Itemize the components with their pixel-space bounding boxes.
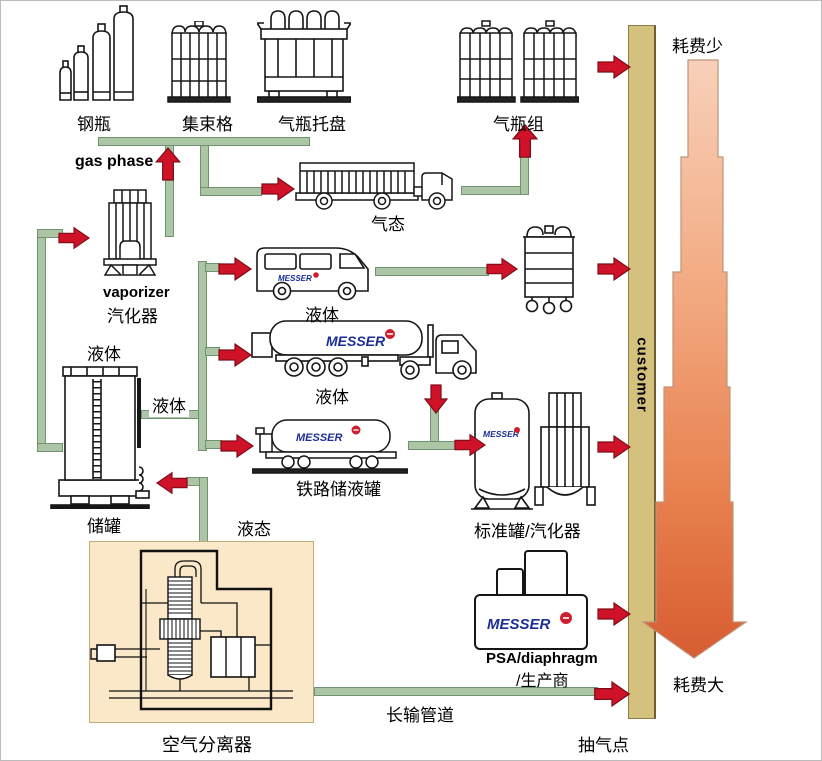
pipe-gastruck-right [461, 186, 529, 195]
label-van-liquid: 液体 [305, 306, 339, 325]
label-gas-phase: gas phase [75, 153, 154, 170]
arrow-right-tanker [218, 342, 252, 368]
storage-tank-icon [50, 366, 150, 509]
cylinder-bundle-icon [167, 21, 231, 103]
arrow-right-customer-pipeline [594, 680, 631, 708]
label-pallet: 气瓶托盘 [278, 115, 346, 134]
arrow-right-customer-top [597, 54, 631, 80]
messer-logo: MESSER [296, 432, 343, 444]
pipe-down-to-asu [199, 477, 208, 543]
label-cost-high: 耗费大 [673, 676, 724, 695]
arrow-left-storage-tank [156, 471, 188, 495]
label-storage-tank: 储罐 [87, 517, 121, 536]
label-psa-line1: PSA/diaphragm [486, 650, 598, 667]
messer-tanker-truck-icon: MESSER [251, 320, 477, 380]
vaporizer-icon [103, 189, 157, 276]
arrow-down-from-tanker [423, 384, 449, 414]
arrow-right-std-tank [454, 433, 486, 457]
psa-plant-icon: MESSER [474, 550, 588, 650]
standard-tank-vaporizer-icon: MESSER [471, 392, 596, 510]
cylinder-group-icon [457, 20, 579, 103]
rail-tank-car-icon: MESSER [252, 419, 408, 474]
messer-logo: MESSER [483, 429, 520, 439]
air-separator-icon [90, 549, 293, 711]
messer-logo: MESSER [487, 616, 551, 633]
arrow-right-gas-truck [261, 176, 295, 202]
pipe-distribution-riser [198, 261, 207, 451]
arrow-right-customer-row2 [597, 256, 631, 282]
arrow-right-vaporizer [58, 226, 90, 250]
label-psa-line2: /生产商 [516, 673, 569, 690]
pipe-rail-to-stdtank [408, 441, 460, 450]
label-air-separator: 空气分离器 [162, 735, 252, 755]
label-pipeline: 长输管道 [386, 706, 454, 725]
label-vaporizer-en: vaporizer [103, 284, 170, 301]
label-bundle: 集束格 [182, 115, 233, 134]
cylinder-pallet-icon [257, 10, 351, 103]
pipe-vaporizer-up [165, 145, 174, 237]
label-standard-tank: 标准罐/汽化器 [474, 522, 581, 541]
arrow-up-gas-line [154, 147, 182, 181]
gas-cylinder-truck-icon [295, 162, 453, 210]
label-cost-low: 耗费少 [672, 37, 723, 56]
arrow-right-dolly [486, 257, 518, 281]
pipe-van-to-dolly [375, 267, 489, 276]
label-cylinder-group: 气瓶组 [493, 115, 544, 134]
label-rail-tank: 铁路储液罐 [296, 480, 381, 499]
label-liquid-state: 液态 [237, 520, 271, 539]
arrow-right-customer-psa [597, 601, 631, 627]
arrow-up-cylinder-group [511, 123, 539, 158]
pipe-up-to-cylindergroup [520, 153, 529, 195]
label-liquid-right-of-tank: 液体 [149, 392, 189, 417]
label-vaporizer-cn: 汽化器 [107, 307, 158, 326]
label-liquid-below-vaporizer: 液体 [87, 345, 121, 364]
label-cylinders: 钢瓶 [77, 115, 111, 134]
messer-logo: MESSER [278, 274, 312, 283]
label-gas-truck: 气态 [371, 215, 405, 234]
messer-logo: MESSER [326, 333, 386, 349]
label-extraction-point: 抽气点 [578, 736, 629, 755]
customer-column [628, 25, 656, 719]
cylinders-icon [59, 5, 134, 101]
pipe-branch-to-gastruck [200, 187, 262, 196]
label-tanker-liquid: 液体 [315, 388, 349, 407]
arrow-right-rail [220, 433, 254, 459]
arrow-right-customer-row4 [597, 434, 631, 460]
messer-van-icon: MESSER [256, 247, 369, 301]
liquid-dolly-tank-icon [523, 225, 575, 315]
pipe-left-bottom-elbow [37, 443, 63, 452]
arrow-right-van [218, 256, 252, 282]
cost-gradient-arrow [641, 59, 748, 659]
